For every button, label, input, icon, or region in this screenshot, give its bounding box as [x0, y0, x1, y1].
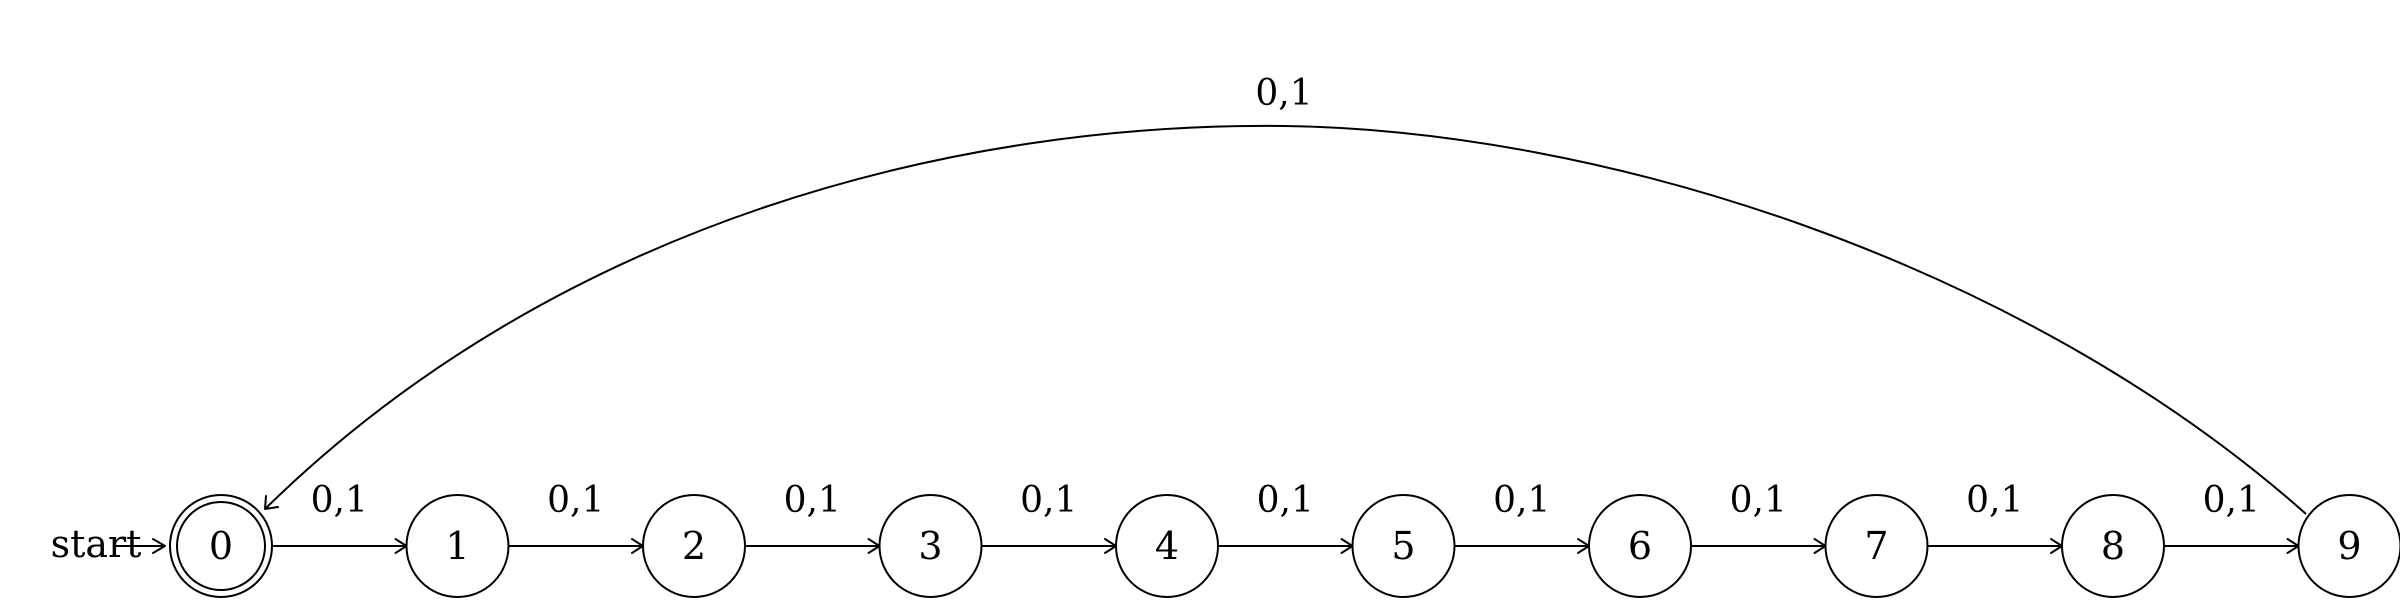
- transition-6-7: 0,1: [1691, 480, 1827, 554]
- state-label: 6: [1628, 524, 1652, 568]
- state-0: 0: [169, 494, 273, 598]
- state-4: 4: [1115, 494, 1219, 598]
- start-arrowhead: [152, 538, 166, 554]
- state-label: 9: [2337, 524, 2361, 568]
- state-6: 6: [1588, 494, 1692, 598]
- state-label: 4: [1155, 524, 1179, 568]
- state-label: 3: [918, 524, 942, 568]
- state-label: 5: [1391, 524, 1415, 568]
- transition-label: 0,1: [1493, 480, 1550, 521]
- state-label: 1: [445, 524, 469, 568]
- transition-label: 0,1: [2203, 480, 2260, 521]
- state-1: 1: [405, 494, 510, 598]
- state-9: 9: [2297, 494, 2400, 598]
- transition-label: 0,1: [311, 480, 368, 521]
- transition-4-5: 0,1: [1218, 480, 1354, 554]
- state-label: 8: [2101, 524, 2125, 568]
- state-circle: [642, 494, 746, 598]
- transition-8-9: 0,1: [2164, 480, 2300, 554]
- loop-back-label: 0,1: [1255, 73, 1312, 114]
- state-label: 7: [1864, 524, 1888, 568]
- transition-3-4: 0,1: [981, 480, 1117, 554]
- transition-label: 0,1: [1730, 480, 1787, 521]
- transition-label: 0,1: [784, 480, 841, 521]
- loop-back-arrowhead: [264, 495, 279, 510]
- state-circle: [1588, 494, 1692, 598]
- transition-2-3: 0,1: [745, 480, 881, 554]
- transition-label: 0,1: [1020, 480, 1077, 521]
- transition-1-2: 0,1: [508, 480, 644, 554]
- loop-back-arc: [265, 124, 2307, 515]
- state-5: 5: [1351, 494, 1456, 598]
- state-circle: [2297, 494, 2400, 598]
- state-3: 3: [878, 494, 983, 598]
- accepting-ring: [176, 501, 266, 591]
- state-circle: [2061, 494, 2165, 598]
- transition-5-6: 0,1: [1454, 480, 1590, 554]
- start-label: start: [51, 522, 142, 566]
- state-circle: [878, 494, 983, 598]
- states: 0 1 2 3 4 5 6 7 8 9: [169, 494, 2400, 598]
- transition-label: 0,1: [1966, 480, 2023, 521]
- state-label: 0: [209, 524, 233, 568]
- state-circle: [1115, 494, 1219, 598]
- state-7: 7: [1824, 494, 1929, 598]
- state-circle: [405, 494, 510, 598]
- state-label: 2: [682, 524, 706, 568]
- transition-7-8: 0,1: [1927, 480, 2063, 554]
- state-8: 8: [2061, 494, 2165, 598]
- transition-edges: 0,1 0,1 0,1 0,1 0,1 0,1 0,1 0,1 0,1: [272, 480, 2300, 554]
- state-2: 2: [642, 494, 746, 598]
- state-circle: [1824, 494, 1929, 598]
- transition-label: 0,1: [547, 480, 604, 521]
- transition-0-1: 0,1: [272, 480, 408, 554]
- transition-label: 0,1: [1257, 480, 1314, 521]
- state-circle: [1351, 494, 1456, 598]
